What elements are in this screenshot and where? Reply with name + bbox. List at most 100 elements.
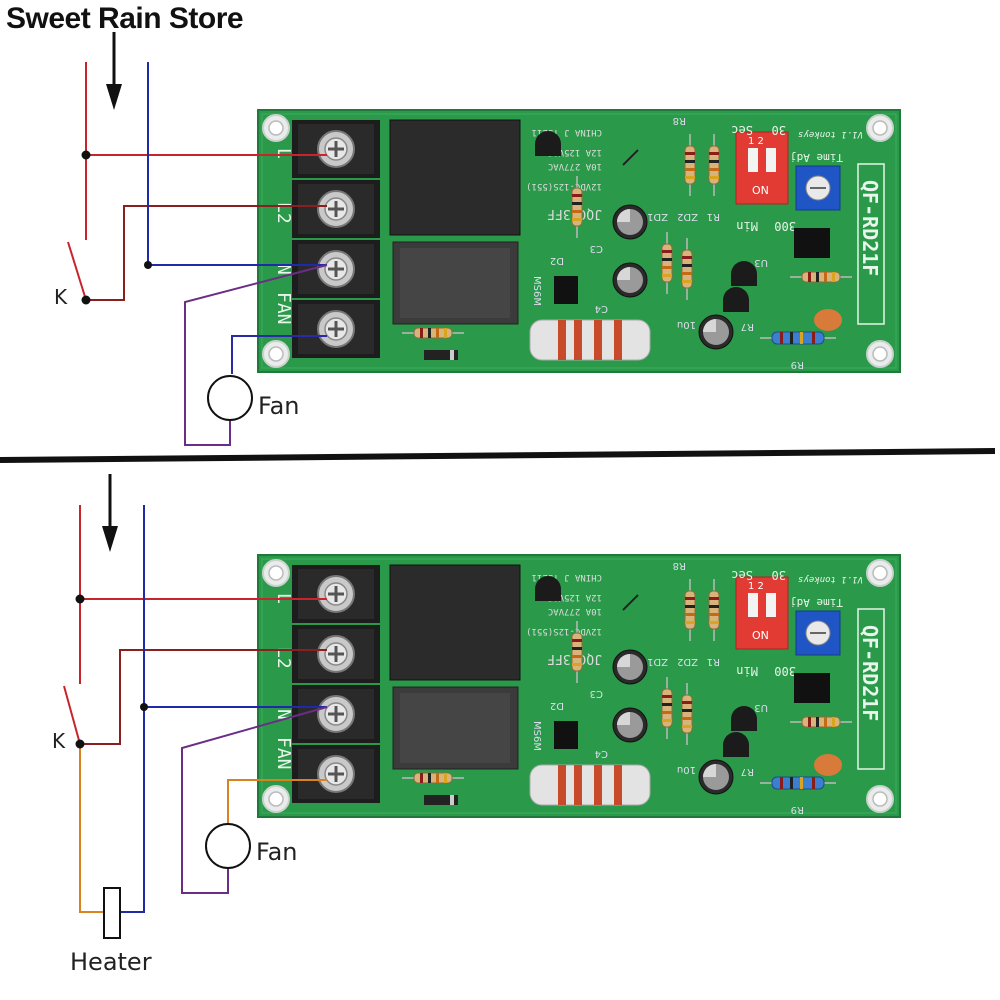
label-r9-b: R9 bbox=[791, 804, 804, 815]
fan-feed-bottom bbox=[227, 779, 327, 824]
model-label-top: QF-RD21F bbox=[857, 163, 885, 325]
label-u3: U3 bbox=[754, 257, 768, 268]
fan-label-top: Fan bbox=[258, 392, 300, 420]
supply-arrow-top bbox=[106, 32, 122, 110]
heater-symbol bbox=[103, 887, 121, 939]
label-c3: C3 bbox=[590, 243, 603, 254]
junction-switch-bottom bbox=[75, 739, 85, 749]
label-r1: R1 bbox=[707, 211, 720, 222]
relay-text-3-b: 10A 277VAC bbox=[548, 606, 602, 616]
fan-symbol-top bbox=[207, 375, 253, 421]
top-panel: L L2 N FAN CHINA J TS211 12A 125VAC 10A … bbox=[54, 32, 901, 446]
neutral-bus-bottom bbox=[120, 505, 145, 913]
fan-return-bottom bbox=[181, 706, 328, 894]
version-label-top: V1.1 tonkeys bbox=[798, 129, 863, 139]
panel-divider bbox=[0, 448, 996, 463]
terminal-label-n: N bbox=[273, 264, 294, 275]
trimmer-pot-top[interactable] bbox=[795, 165, 841, 211]
model-label-bottom: QF-RD21F bbox=[857, 608, 885, 770]
optocoupler-bottom bbox=[794, 673, 830, 703]
supply-arrow-bottom bbox=[102, 474, 118, 552]
store-title: Sweet Rain Store bbox=[6, 2, 244, 35]
junction-live-top bbox=[81, 150, 91, 160]
ic-d2-top bbox=[554, 276, 578, 304]
relay-bottom: CHINA J TS211 12A 125VAC 10A 277VAC 12VD… bbox=[389, 564, 602, 681]
min-value-top: 300 bbox=[774, 219, 796, 233]
fan-symbol-bottom bbox=[205, 823, 251, 869]
terminal-label-n-b: N bbox=[273, 709, 294, 720]
terminal-block-top: L L2 N FAN bbox=[273, 118, 382, 360]
switched-to-l2-bottom bbox=[80, 649, 327, 745]
terminal-label-fan: FAN bbox=[273, 292, 294, 325]
trimmer-pot-bottom[interactable] bbox=[795, 610, 841, 656]
terminal-label-fan-b: FAN bbox=[273, 737, 294, 770]
label-r1-b: R1 bbox=[707, 656, 720, 667]
terminal-label-l: L bbox=[273, 148, 294, 159]
label-d2-b: D2 bbox=[550, 700, 564, 711]
time-adj-label-top: Time Adj bbox=[790, 151, 843, 164]
relay-text-2: 12A 125VAC bbox=[548, 147, 602, 157]
label-r7: R7 bbox=[741, 321, 754, 332]
dip-switch-bottom[interactable]: 1 2 ON bbox=[735, 576, 789, 650]
ceramic-cap-top bbox=[814, 309, 842, 331]
junction-switch-top bbox=[81, 295, 91, 305]
fan-label-bottom: Fan bbox=[256, 838, 298, 866]
dip-on-bottom: ON bbox=[752, 629, 769, 642]
sec-value-top: 30 bbox=[772, 123, 786, 137]
label-d2: D2 bbox=[550, 255, 564, 266]
relay-text-4-b: 12VDC-12S(551) bbox=[526, 626, 602, 636]
fan-return-top bbox=[184, 264, 328, 446]
sec-label-top: Sec bbox=[731, 123, 753, 137]
switch-blade-top bbox=[67, 241, 87, 301]
sec-value-bottom: 30 bbox=[772, 568, 786, 582]
dip-numbers-top: 1 2 bbox=[748, 136, 764, 147]
label-10u-b: 10u bbox=[677, 764, 696, 775]
fan-feed-top bbox=[231, 335, 327, 374]
power-resistor-bottom bbox=[529, 764, 651, 806]
optocoupler-top bbox=[794, 228, 830, 258]
min-value-bottom: 300 bbox=[774, 664, 796, 678]
label-ms6m-top: MS6M bbox=[531, 276, 542, 306]
junction-live-bottom bbox=[75, 594, 85, 604]
label-10u: 10u bbox=[677, 319, 696, 330]
relay-text-3: 10A 277VAC bbox=[548, 161, 602, 171]
time-adj-label-bottom: Time Adj bbox=[790, 596, 843, 609]
terminal-label-l2-b: L2 bbox=[273, 647, 294, 669]
min-label-top: Min bbox=[736, 219, 758, 233]
svg-text:QF-RD21F: QF-RD21F bbox=[858, 180, 882, 276]
relay-text-1: CHINA J TS211 bbox=[532, 127, 602, 137]
relay-board-top: L L2 N FAN CHINA J TS211 12A 125VAC 10A … bbox=[257, 109, 901, 373]
label-zd2-b: ZD2 bbox=[677, 656, 698, 667]
relay-text-4: 12VDC-12S(551) bbox=[526, 181, 602, 191]
terminal-label-l2: L2 bbox=[273, 202, 294, 224]
switched-to-l2-top bbox=[86, 205, 327, 301]
heater-feed-bottom bbox=[79, 744, 104, 913]
label-zd2: ZD2 bbox=[677, 211, 698, 222]
ic-d2-bottom bbox=[554, 721, 578, 749]
label-zd1-b: ZD1 bbox=[647, 656, 668, 667]
label-r7-b: R7 bbox=[741, 766, 754, 777]
dip-switch-top[interactable]: 1 2 ON bbox=[735, 131, 789, 205]
label-c4-b: C4 bbox=[595, 748, 608, 759]
switch-label-bottom: K bbox=[52, 729, 66, 753]
label-c4: C4 bbox=[595, 303, 608, 314]
sec-label-bottom: Sec bbox=[731, 568, 753, 582]
version-label-bottom: V1.1 tonkeys bbox=[798, 574, 863, 584]
power-resistor-top bbox=[529, 319, 651, 361]
label-zd1: ZD1 bbox=[647, 211, 668, 222]
relay-top: CHINA J TS211 12A 125VAC 10A 277VAC 12VD… bbox=[389, 119, 602, 236]
ceramic-cap-bottom bbox=[814, 754, 842, 776]
label-r8-b: R8 bbox=[673, 560, 686, 571]
dip-on-top: ON bbox=[752, 184, 769, 197]
svg-text:QF-RD21F: QF-RD21F bbox=[858, 625, 882, 721]
junction-neutral-bottom bbox=[140, 703, 148, 711]
diode-bottom bbox=[424, 795, 458, 805]
label-ms6m-bottom: MS6M bbox=[531, 721, 542, 751]
bottom-panel: L L2 N FAN CHINA J TS211 12A 125VAC 10A … bbox=[52, 474, 901, 976]
label-u3-b: U3 bbox=[754, 702, 768, 713]
relay-text-2-b: 12A 125VAC bbox=[548, 592, 602, 602]
junction-neutral-top bbox=[144, 261, 152, 269]
heater-label: Heater bbox=[70, 948, 152, 976]
relay-board-bottom: L L2 N FAN CHINA J TS211 12A 125VAC 10A … bbox=[257, 554, 901, 818]
